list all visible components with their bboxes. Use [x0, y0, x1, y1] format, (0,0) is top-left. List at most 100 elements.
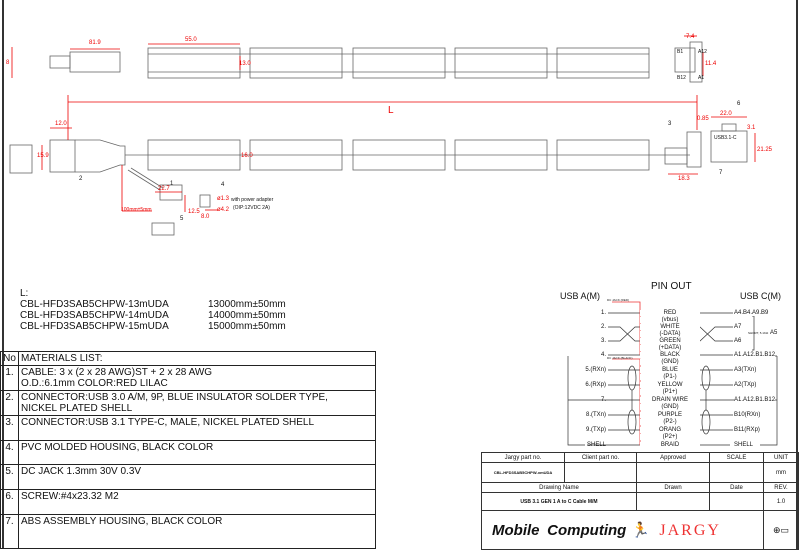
length-part: CBL-HFD3SAB5CHPW-15mUDA [20, 321, 169, 332]
pin-b12: B12 [677, 75, 686, 81]
pin-a12: A12 [698, 49, 707, 55]
wire-signal: (GND) [640, 404, 700, 410]
table-row: 6.SCREW:#4x23.32 M2 [0, 489, 376, 515]
wire-signal: (+DATA) [640, 345, 700, 351]
callout-1: 1 [170, 181, 174, 187]
dim-c-body-height: 21.25 [757, 147, 773, 153]
pin-right-label: A1.A12.B1.B12 [734, 397, 776, 403]
wire-color: PURPLE [640, 412, 700, 418]
dim-dc-split: 100mm±5mm [121, 207, 152, 213]
dim-c-side-width: 18.3 [678, 176, 690, 182]
pin-right-label: A2(TXp) [734, 382, 757, 388]
pin-left-label: 2. [600, 324, 606, 330]
wire-signal: (P2-) [640, 419, 700, 425]
logo: Mobile Computing 🏃 JARGY [481, 510, 764, 550]
drawing-name: USB 3.1 GEN 1 A to C Cable M/M [481, 492, 637, 511]
dim-plug-length: 81.9 [89, 40, 101, 46]
length-part: CBL-HFD3SAB5CHPW-14mUDA [20, 310, 169, 321]
callout-6: 6 [737, 101, 741, 107]
dim-c-width: 7.4 [686, 34, 695, 40]
adapter-note-2: (OIP:12VDC 2A) [233, 205, 270, 211]
wire-signal: (P1+) [640, 389, 700, 395]
pinout-left-title: USB A(M) [560, 291, 601, 301]
dim-a-height: 15.9 [37, 153, 49, 159]
projection-symbol-icon: ⊕▭ [763, 510, 799, 550]
callout-2: 2 [79, 176, 83, 182]
wire-signal: (vbus) [640, 317, 700, 323]
wire-color: YELLOW [640, 382, 700, 388]
pin-right-label: B11(RXp) [734, 427, 760, 433]
pin-right-label: A3(TXn) [734, 367, 757, 373]
pinout-title: PIN OUT [651, 281, 692, 292]
table-row: 2.CONNECTOR:USB 3.0 A/M, 9P, BLUE INSULA… [0, 390, 376, 416]
segments-mid [125, 139, 690, 171]
unit: mm [763, 462, 799, 483]
segments-top [147, 47, 650, 79]
wire-color: WHITE [640, 324, 700, 330]
c-connector-label: USB3.1-C [714, 135, 737, 141]
dim-c-body-width: 22.0 [720, 111, 732, 117]
pinout-right-title: USB C(M) [740, 291, 781, 301]
pin-left-label: 9.(TXp) [585, 427, 606, 433]
pin-left-label: SHELL [586, 442, 606, 448]
wire-color: DRAIN WIRE [640, 397, 700, 403]
callout-3: 3 [668, 121, 672, 127]
wire-color: ORANG [640, 427, 700, 433]
pin-left-label: 1. [600, 310, 606, 316]
length-part: CBL-HFD3SAB5CHPW-13mUDA [20, 299, 169, 310]
wire-color: BLACK [640, 352, 700, 358]
dim-jack-inner: ø1.3 [217, 196, 230, 202]
length-value: 14000mm±50mm [208, 310, 286, 321]
pin-b1: B1 [677, 49, 684, 55]
wire-color: BLUE [640, 367, 700, 373]
wire-color: BRAID [640, 442, 700, 448]
revision: 1.0 [763, 492, 799, 511]
wire-signal: (-DATA) [640, 331, 700, 337]
materials-header: MATERIALS LIST: [18, 351, 376, 366]
callout-4: 4 [221, 182, 225, 188]
pin-right-label: A6 [734, 338, 742, 344]
table-row: 1.CABLE: 3 x (2 x 28 AWG)ST + 2 x 28 AWG… [0, 365, 376, 391]
dim-c-top: 0.85 [697, 116, 709, 122]
dim-mid-height: 16.0 [241, 153, 253, 159]
dim-length-L: L [388, 105, 394, 116]
length-item: CBL-HFD3SAB5CHPW-14mUDA 14000mm±50mm [20, 310, 286, 321]
table-row: 7.ABS ASSEMBLY HOUSING, BLACK COLOR [0, 514, 376, 549]
wire-color: GREEN [640, 338, 700, 344]
dim-jack-width: 8.0 [201, 214, 210, 220]
table-row: 4.PVC MOLDED HOUSING, BLACK COLOR [0, 440, 376, 465]
length-item: CBL-HFD3SAB5CHPW-13mUDA 13000mm±50mm [20, 299, 286, 310]
dim-jack-outer: ø4.2 [217, 207, 230, 213]
no-header: No [0, 351, 19, 366]
short-note: SHORT, 5.1KΩ [748, 331, 769, 335]
part-number: CBL-HFD3SAB5CHPW-xmUDA [481, 462, 565, 483]
pin-left-label: 3. [600, 338, 606, 344]
table-row: 5.DC JACK 1.3mm 30V 0.3V [0, 464, 376, 490]
pin-left-label: 8.(TXn) [585, 412, 606, 418]
wire-signal: (GND) [640, 359, 700, 365]
dim-segment-height: 13.0 [239, 61, 251, 67]
length-value: 13000mm±50mm [208, 299, 286, 310]
wire-signal: (P1-) [640, 374, 700, 380]
pin-right-label: A1.A12.B1.B12 [734, 352, 776, 358]
pin-a1: A1 [698, 75, 705, 81]
pin-left-label: 7. [600, 397, 606, 403]
pin-right-label: SHELL [734, 442, 754, 448]
pin-left-label: 4. [600, 352, 606, 358]
dc-jack-red: DC JACK (RED) [607, 298, 630, 302]
dim-a-width: 12.0 [55, 121, 67, 127]
callout-7: 7 [719, 170, 723, 176]
wire-color: RED [640, 310, 700, 316]
dim-segment-length: 55.0 [185, 37, 197, 43]
dim-c-height: 11.4 [705, 61, 717, 67]
pin-a5: A5 [770, 330, 778, 336]
pin-right-label: B10(RXn) [734, 412, 761, 418]
pin-left-label: 6.(RXp) [585, 382, 606, 388]
dim-dc-length: 22.7 [158, 186, 170, 192]
dim-plug-height: 8 [6, 60, 10, 66]
